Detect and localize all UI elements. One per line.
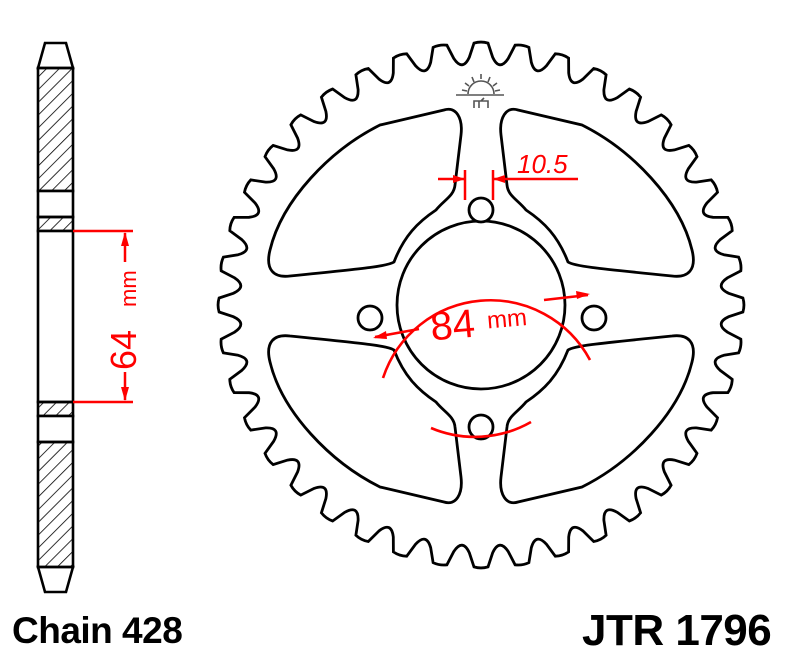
side-profile-bottom-chamfer (36, 565, 75, 594)
window-bottom-right (499, 334, 695, 505)
thickness-dimension: 64 mm (73, 229, 144, 404)
side-profile-hatch-top (36, 66, 75, 193)
sprocket-teeth-outline (216, 40, 746, 570)
bolt-hole-right (580, 304, 608, 332)
sunrise-logo-icon (456, 74, 504, 108)
side-profile-hatch-small-top (36, 215, 75, 233)
chain-size-label: Chain 428 (12, 610, 183, 651)
bolt-circle-unit: mm (486, 304, 528, 334)
window-top-left (267, 107, 463, 278)
side-profile-hatch-small-bottom (36, 400, 75, 418)
bolt-hole-top (467, 196, 495, 224)
thickness-unit: mm (116, 270, 141, 307)
side-profile (36, 41, 75, 594)
bolt-circle-value: 84 (429, 302, 477, 350)
bolt-hole-bottom (467, 413, 495, 441)
window-bottom-left (267, 334, 463, 505)
window-top-right (499, 107, 695, 278)
center-bore (395, 219, 567, 391)
bolt-circle-dimension (373, 291, 592, 439)
part-number-label: JTR 1796 (582, 606, 772, 655)
bolt-hole-left (356, 304, 384, 332)
lightening-windows (267, 107, 695, 505)
side-profile-hub (36, 229, 75, 404)
bolt-hole-value: 10.5 (517, 149, 568, 179)
side-profile-gap-top (36, 189, 75, 219)
bolt-hole-dimension (438, 170, 578, 200)
side-profile-hatch-bottom (36, 440, 75, 569)
thickness-value: 64 (103, 330, 144, 370)
side-profile-top-chamfer (36, 41, 75, 70)
side-profile-gap-bottom (36, 414, 75, 444)
bolt-holes (356, 196, 608, 441)
